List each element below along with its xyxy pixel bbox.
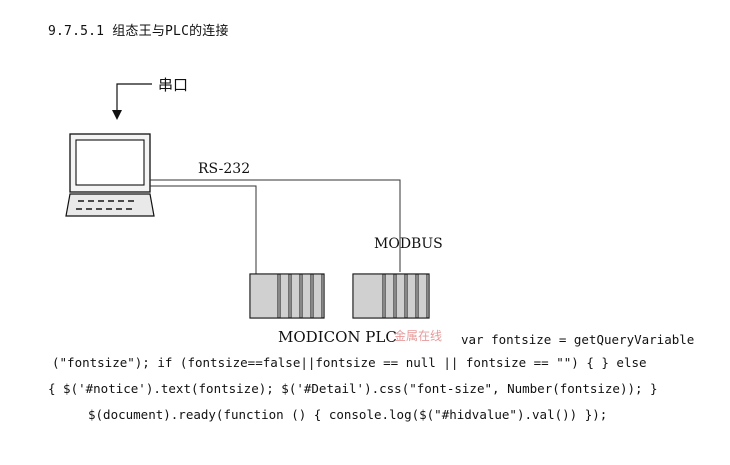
code-line-1: var fontsize = getQueryVariable — [461, 332, 695, 347]
serial-arrow-head — [112, 110, 122, 120]
serial-pointer-line — [116, 83, 152, 114]
code-line-3: { $('#notice').text(fontsize); $('#Detai… — [48, 381, 658, 396]
rs232-label: RS-232 — [198, 161, 251, 177]
watermark: 金属在线 — [394, 329, 443, 343]
connection-diagram: 串口 RS-232 MODBUS MODICON PLC — [48, 64, 458, 346]
plc-rack-left — [249, 273, 325, 319]
serial-port-label: 串口 — [158, 76, 189, 94]
plc-link-line — [150, 185, 257, 274]
code-line-4: $(document).ready(function () { console.… — [88, 407, 608, 422]
modbus-label: MODBUS — [374, 236, 443, 252]
section-heading: 9.7.5.1 组态王与PLC的连接 — [48, 24, 229, 39]
diagram-figure — [48, 64, 458, 346]
computer-icon — [65, 133, 155, 217]
plc-rack-right — [352, 273, 430, 319]
modicon-plc-label: MODICON PLC — [278, 328, 397, 346]
code-line-2: ("fontsize"); if (fontsize==false||fonts… — [52, 355, 647, 370]
rs232-line — [150, 179, 401, 272]
